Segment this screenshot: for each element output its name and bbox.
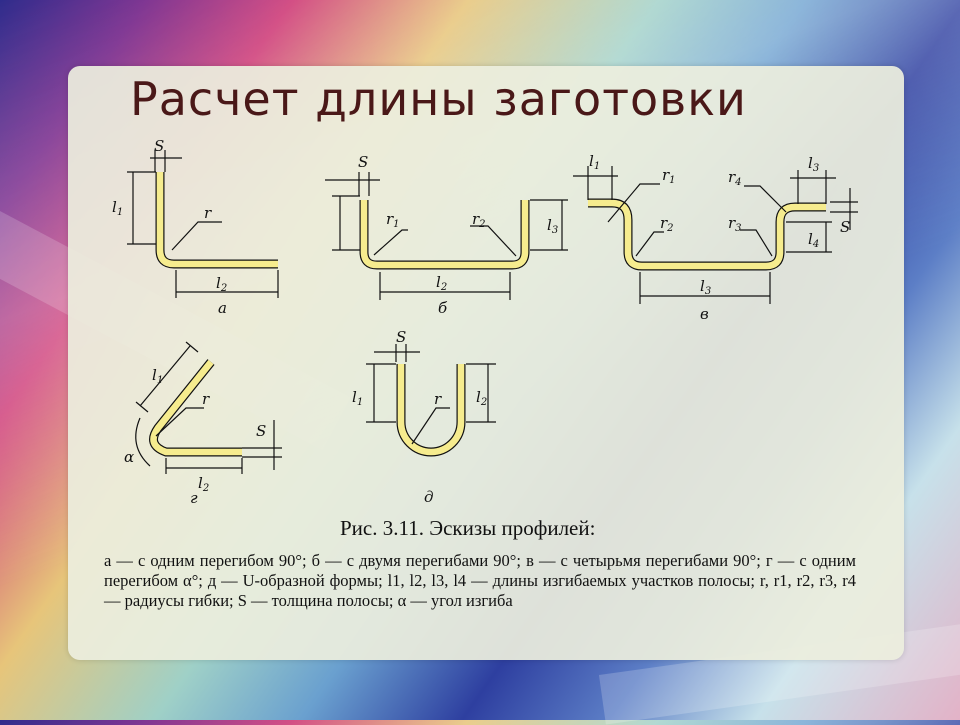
sketch-a xyxy=(127,150,279,298)
sketch-a-letter: а xyxy=(218,299,227,317)
label-l1: l1 xyxy=(352,388,363,408)
sketch-g xyxy=(135,341,282,474)
figure-caption-text: а — с одним перегибом 90°; б — с двумя п… xyxy=(104,551,856,610)
label-r1: r1 xyxy=(662,166,676,186)
label-r2: r2 xyxy=(472,210,486,230)
label-r3: r3 xyxy=(728,214,742,234)
label-alpha: α xyxy=(124,448,134,466)
sketch-b-labels: S r1 r2 l3 l2 б xyxy=(358,153,558,317)
sketch-g-letter: г xyxy=(190,489,198,507)
label-r: r xyxy=(204,204,212,222)
figure-caption-title: Рис. 3.11. Эскизы профилей: xyxy=(340,516,596,540)
sketch-a-labels: S l1 r l2 а xyxy=(112,137,227,317)
sketch-b xyxy=(325,172,568,300)
label-r: r xyxy=(202,390,210,408)
label-r1: r1 xyxy=(386,210,400,230)
label-l3: l3 xyxy=(700,277,711,297)
sketch-v xyxy=(573,166,858,304)
label-s: S xyxy=(396,328,406,346)
label-r: r xyxy=(434,390,442,408)
label-l2: l2 xyxy=(476,388,487,408)
label-l1: l1 xyxy=(589,152,600,172)
label-l2: l2 xyxy=(216,274,227,294)
sketch-b-letter: б xyxy=(438,299,448,317)
sketch-d xyxy=(366,344,496,457)
sketch-v-letter: в xyxy=(700,305,709,323)
sketch-g-labels: l1 r α S l2 г xyxy=(124,366,266,507)
label-l3-top: l3 xyxy=(808,154,819,174)
label-l1: l1 xyxy=(112,198,123,218)
label-r2: r2 xyxy=(660,214,674,234)
label-r4: r4 xyxy=(728,168,742,188)
label-l4: l4 xyxy=(808,230,819,250)
label-s: S xyxy=(154,137,164,155)
label-l2: l2 xyxy=(436,273,447,293)
sketch-d-letter: д xyxy=(424,488,434,506)
label-s: S xyxy=(256,422,266,440)
label-s: S xyxy=(358,153,368,171)
label-l1: l1 xyxy=(152,366,163,386)
label-l3: l3 xyxy=(547,216,558,236)
sketch-d-labels: S l1 r l2 д xyxy=(352,328,487,506)
slide-title: Расчет длины заготовки xyxy=(130,72,747,126)
label-s: S xyxy=(840,218,850,236)
sketch-v-labels: l1 r1 r4 l3 r2 r3 l4 S l3 в xyxy=(589,152,850,323)
label-l2: l2 xyxy=(198,474,209,494)
